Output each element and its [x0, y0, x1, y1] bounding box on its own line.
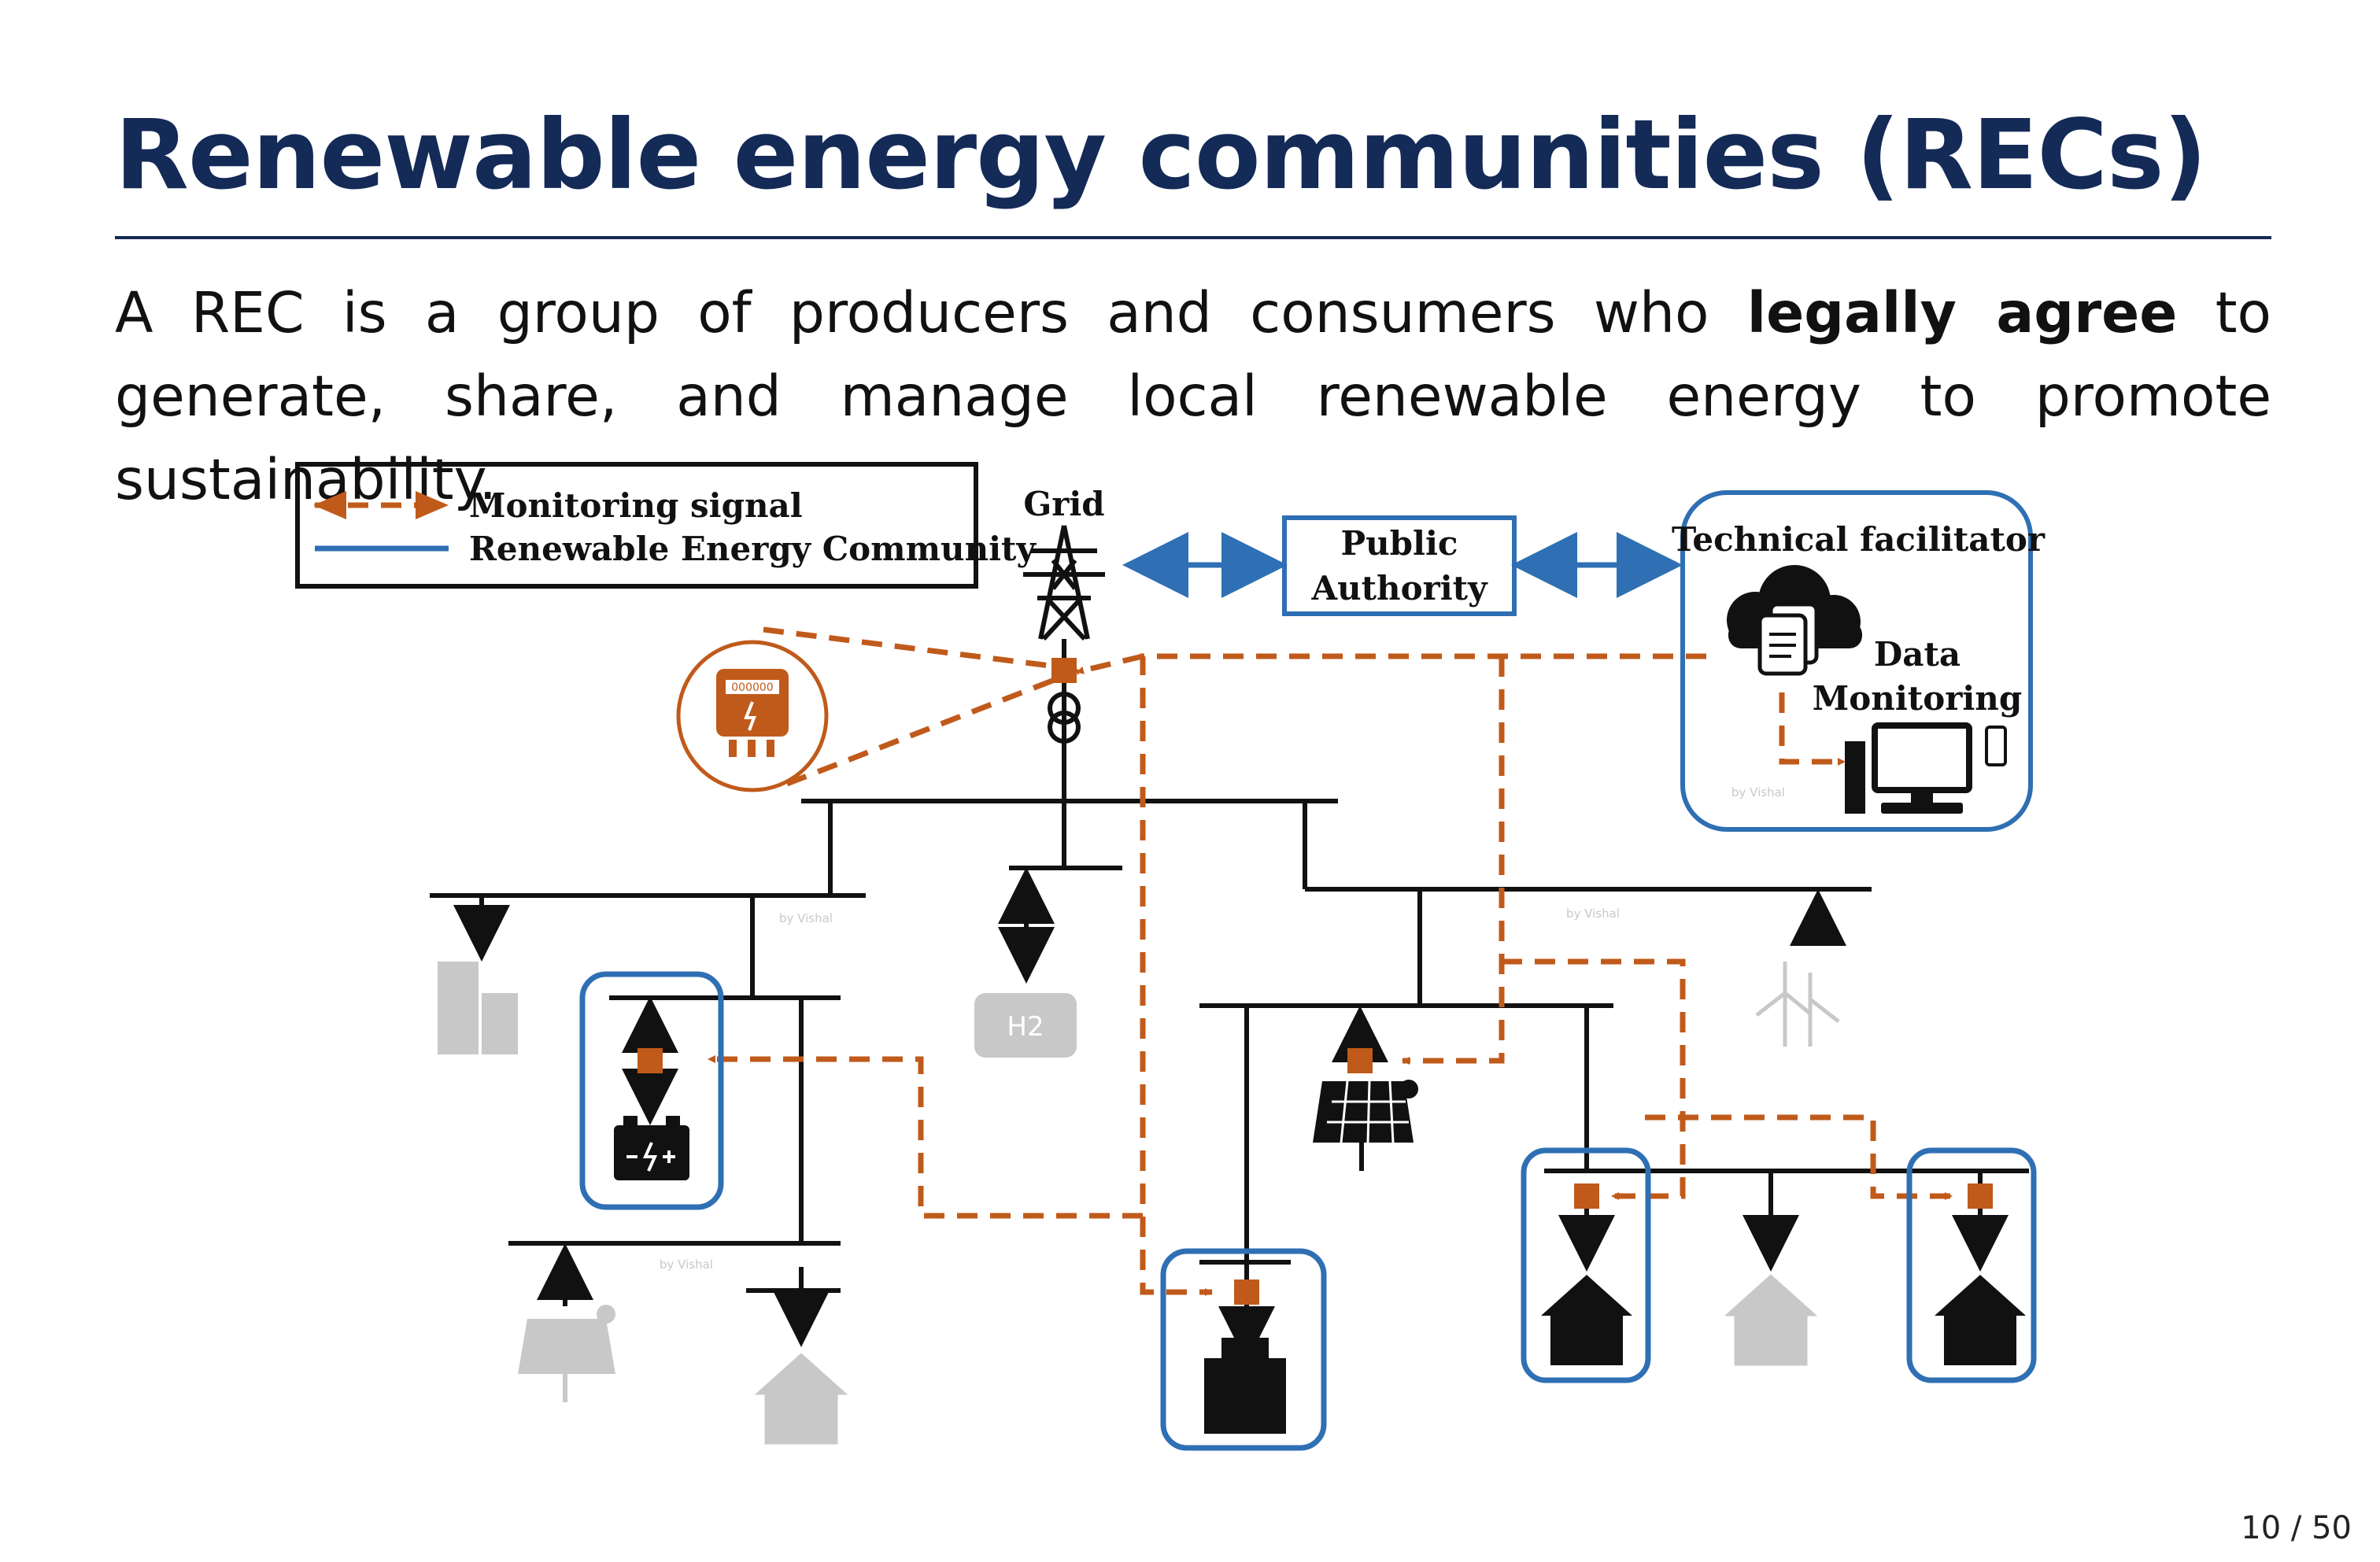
documents-icon: [1757, 602, 1819, 676]
legend-monitoring-swatch: [313, 491, 449, 519]
data-monitoring-label-2: Monitoring: [1813, 679, 2022, 718]
apartment-building-icon: [1204, 1338, 1286, 1434]
house-icon: [1724, 1274, 1817, 1366]
intro-text-bold: legally agree: [1746, 280, 2178, 345]
house-icon: [1541, 1275, 1632, 1365]
watermark: by Vishal: [779, 911, 833, 925]
data-monitoring-label-1: Data: [1874, 635, 1961, 674]
desktop-computer-icon: [1845, 722, 1972, 814]
svg-text:H2: H2: [1007, 1011, 1044, 1043]
faded-assets: H2: [438, 962, 1840, 1445]
rec-member-battery: [579, 971, 724, 1210]
hydrogen-tank-icon: H2: [974, 993, 1077, 1058]
watermark: by Vishal: [1731, 785, 1785, 799]
public-authority-label-1: Public: [1341, 524, 1458, 563]
house-icon: [1935, 1275, 2026, 1365]
solar-panel-icon: [518, 1305, 615, 1402]
transformer-icon: [1048, 692, 1081, 744]
rec-member-house-2: [1906, 1147, 2037, 1383]
technical-facilitator-box: Technical facilitator Data Monitoring by…: [1672, 490, 2046, 832]
rec-member-house-1: [1521, 1147, 1651, 1383]
battery-icon: [614, 1116, 689, 1180]
monitoring-signals: [708, 653, 1953, 1296]
transmission-tower-icon: [1023, 525, 1105, 641]
monitoring-nodes: [638, 658, 1993, 1305]
phone-icon: [1985, 726, 2007, 766]
slide-title: Renewable energy communities (RECs): [115, 99, 2207, 211]
svg-text:000000: 000000: [731, 681, 773, 694]
legend: Monitoring signal Renewable Energy Commu…: [295, 462, 1037, 589]
grid-label: Grid: [1023, 485, 1104, 523]
intro-text-before: A REC is a group of producers and consum…: [115, 280, 1747, 345]
legend-monitoring-label: Monitoring signal: [469, 486, 803, 525]
grid-lines: [430, 799, 2029, 1338]
public-authority-label-2: Authority: [1311, 569, 1489, 607]
page-number: 10 / 50: [2241, 1510, 2352, 1546]
public-authority-box: Public Authority: [1282, 515, 1517, 616]
watermark: by Vishal: [660, 1257, 713, 1272]
wind-turbine-icon: [1755, 962, 1840, 1047]
office-building-icon: [438, 962, 518, 1054]
intro-text-after: to generate, share, and manage local ren…: [115, 280, 2271, 512]
rec-member-apartment: [1160, 1248, 1327, 1451]
title-rule: [115, 236, 2271, 239]
technical-facilitator-label: Technical facilitator: [1672, 520, 2046, 559]
watermark: by Vishal: [1566, 907, 1620, 921]
house-icon: [755, 1353, 848, 1445]
legend-community-label: Renewable Energy Community: [469, 530, 1037, 568]
solar-panel-icon: [1313, 1080, 1418, 1171]
smart-meter-icon: 000000: [676, 626, 1064, 792]
intro-paragraph: A REC is a group of producers and consum…: [115, 271, 2271, 522]
